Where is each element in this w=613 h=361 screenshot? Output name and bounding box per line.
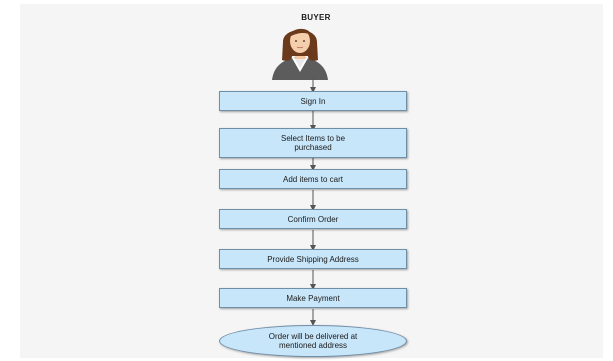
step-confirm-order: Confirm Order bbox=[219, 209, 407, 229]
step-select-items: Select Items to be purchased bbox=[219, 128, 407, 158]
user-avatar-icon bbox=[272, 28, 328, 80]
step-label: Confirm Order bbox=[287, 214, 339, 224]
end-state-label: Order will be delivered at mentioned add… bbox=[268, 332, 358, 350]
step-label: Provide Shipping Address bbox=[267, 254, 359, 264]
step-add-to-cart: Add items to cart bbox=[219, 169, 407, 189]
step-label: Sign In bbox=[300, 96, 326, 106]
step-sign-in: Sign In bbox=[219, 91, 407, 111]
step-shipping-address: Provide Shipping Address bbox=[219, 249, 407, 269]
actor-label: BUYER bbox=[301, 13, 331, 22]
end-state-ellipse: Order will be delivered at mentioned add… bbox=[219, 325, 407, 357]
step-label: Select Items to be purchased bbox=[280, 134, 346, 152]
step-label: Add items to cart bbox=[282, 174, 344, 184]
step-label: Make Payment bbox=[286, 293, 340, 303]
step-make-payment: Make Payment bbox=[219, 288, 407, 308]
